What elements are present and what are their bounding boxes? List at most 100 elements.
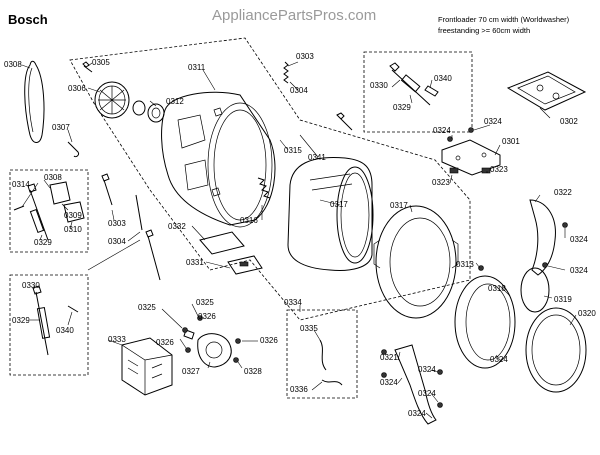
part-label[interactable]: 0324 [380, 378, 398, 387]
part-label[interactable]: 0329 [393, 103, 411, 112]
drive-belt-inner-shape [28, 67, 34, 133]
part-label[interactable]: 0324 [418, 389, 436, 398]
part-label[interactable]: 0304 [290, 86, 308, 95]
watermark: AppliancePartsPros.com [212, 7, 376, 24]
nut-0323-b-shape [481, 167, 491, 174]
wire-0335-shape [319, 339, 327, 371]
part-label[interactable]: 0302 [560, 117, 578, 126]
part-label[interactable]: 0324 [570, 235, 588, 244]
part-label[interactable]: 0330 [370, 81, 388, 90]
part-label[interactable]: 0330 [22, 281, 40, 290]
part-label[interactable]: 0326 [156, 338, 174, 347]
part-labels: 0308 0305 0306 0312 0311 0303 0304 0307 … [4, 52, 596, 418]
drive-belt-shape [24, 60, 45, 143]
part-label[interactable]: 0331 [186, 258, 204, 267]
pulley-shape [94, 81, 130, 119]
spring-0316-shape [257, 177, 271, 199]
part-label[interactable]: 0329 [34, 238, 52, 247]
part-label[interactable]: 0340 [56, 326, 74, 335]
part-label[interactable]: 0334 [284, 298, 302, 307]
damper-kit-boundary-lower [9, 274, 89, 376]
part-label[interactable]: 0305 [92, 58, 110, 67]
model-desc-line2: freestanding >= 60cm width [438, 26, 530, 35]
part-label[interactable]: 0324 [490, 355, 508, 364]
part-label[interactable]: 0310 [64, 225, 82, 234]
part-label[interactable]: 0322 [554, 188, 572, 197]
part-label[interactable]: 0312 [166, 97, 184, 106]
part-label[interactable]: 0324 [484, 117, 502, 126]
part-label[interactable]: 0326 [198, 312, 216, 321]
part-label[interactable]: 0340 [434, 74, 452, 83]
sensor-body-shape [400, 74, 421, 93]
damper-upper-shape [27, 183, 49, 241]
part-label[interactable]: 0325 [138, 303, 156, 312]
part-label[interactable]: 0315 [284, 146, 302, 155]
part-label[interactable]: 0316 [240, 216, 258, 225]
part-label[interactable]: 0324 [570, 266, 588, 275]
plate-0331-shape [227, 255, 263, 275]
part-label[interactable]: 0308 [4, 60, 22, 69]
sensor-kit-boundary [363, 51, 473, 133]
part-label[interactable]: 0303 [108, 219, 126, 228]
part-label[interactable]: 0313 [456, 260, 474, 269]
part-label[interactable]: 0324 [408, 409, 426, 418]
clip-0340-shape [67, 305, 79, 313]
part-label[interactable]: 0335 [300, 324, 318, 333]
model-desc-line1: Frontloader 70 cm width (Worldwasher) [438, 15, 570, 24]
part-label[interactable]: 0323 [432, 178, 450, 187]
screw-0328-shape [233, 357, 239, 363]
bracket-0301-shape [441, 139, 501, 176]
seal-ring-shape [520, 267, 550, 313]
part-label[interactable]: 0332 [168, 222, 186, 231]
part-label[interactable]: 0326 [260, 336, 278, 345]
part-label[interactable]: 0329 [12, 316, 30, 325]
damper-lower-shape [32, 285, 49, 356]
part-label[interactable]: 0319 [554, 295, 572, 304]
part-label[interactable]: 0341 [308, 153, 326, 162]
part-label[interactable]: 0333 [108, 335, 126, 344]
part-label[interactable]: 0320 [578, 309, 596, 318]
part-label[interactable]: 0324 [433, 126, 451, 135]
screw-0324-a-shape [468, 127, 474, 133]
pump-fitting-shape [183, 329, 195, 340]
part-label[interactable]: 0314 [12, 180, 30, 189]
part-label[interactable]: 0317 [390, 201, 408, 210]
screw-0324-b-shape [447, 136, 453, 142]
part-label[interactable]: 0303 [296, 52, 314, 61]
control-module-shape [121, 337, 173, 396]
part-label[interactable]: 0307 [52, 123, 70, 132]
part-label[interactable]: 0317 [330, 200, 348, 209]
brand-label: Bosch [8, 12, 48, 27]
wire-kit-boundary [286, 309, 358, 399]
screw-0326b-shape [185, 347, 191, 353]
bracket-0310-shape [63, 201, 85, 223]
part-label[interactable]: 0327 [182, 367, 200, 376]
plate-0332-shape [199, 231, 245, 255]
kit-connector-line [87, 239, 141, 271]
part-label[interactable]: 0328 [244, 367, 262, 376]
rod-long-shape [145, 229, 161, 281]
part-label[interactable]: 0318 [488, 284, 506, 293]
spring-0303-shape [283, 61, 289, 84]
sensor-rod-shape [389, 62, 431, 106]
part-label[interactable]: 0306 [68, 84, 86, 93]
part-label[interactable]: 0309 [64, 211, 82, 220]
door-ring-shape [454, 275, 516, 369]
part-label[interactable]: 0301 [502, 137, 520, 146]
bolt-0315-shape [336, 112, 353, 131]
part-label[interactable]: 0311 [188, 63, 206, 72]
tub-assembly-boundary [69, 37, 471, 321]
part-label[interactable]: 0308 [44, 173, 62, 182]
screw-0325b-shape [197, 315, 203, 321]
part-label[interactable]: 0321 [380, 353, 398, 362]
part-label[interactable]: 0325 [196, 298, 214, 307]
screw-0326-shape [235, 338, 241, 344]
part-label[interactable]: 0323 [490, 165, 508, 174]
screw-0313-shape [478, 265, 484, 271]
part-label[interactable]: 0336 [290, 385, 308, 394]
part-label[interactable]: 0304 [108, 237, 126, 246]
leader-lines [21, 61, 577, 419]
part-label[interactable]: 0324 [418, 365, 436, 374]
